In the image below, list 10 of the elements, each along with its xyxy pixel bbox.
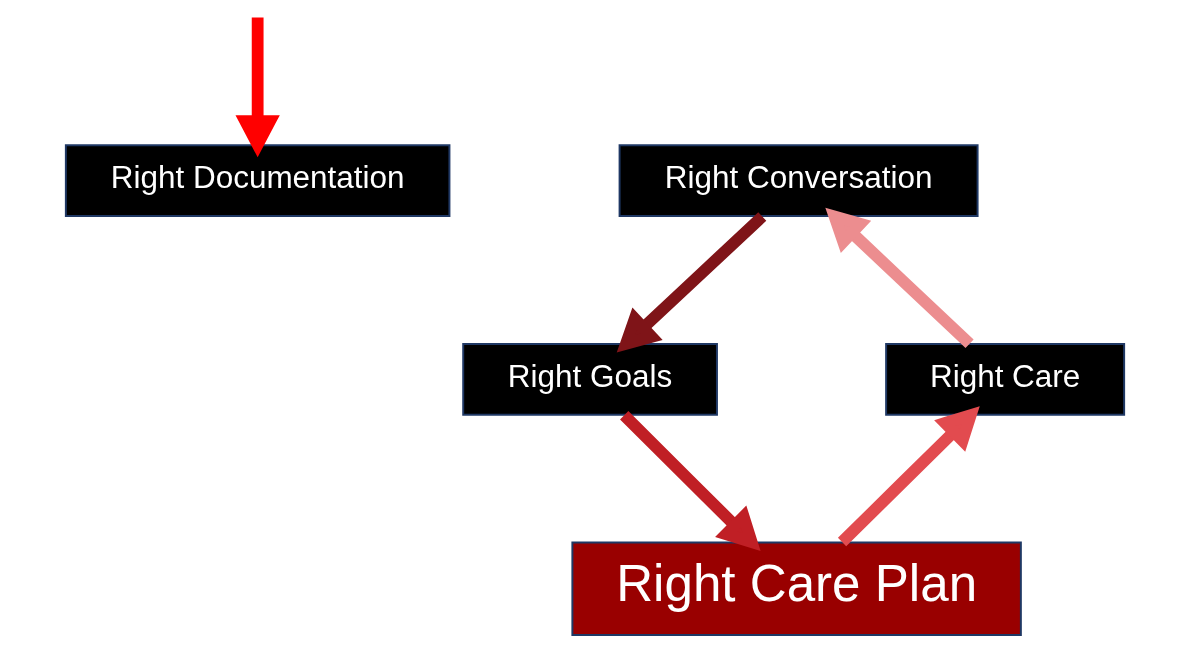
arrow bbox=[824, 207, 974, 349]
node-box: Right Care Plan bbox=[570, 541, 1022, 636]
arrow bbox=[619, 411, 761, 551]
node-box: Right Documentation bbox=[64, 144, 450, 218]
arrow bbox=[837, 406, 980, 547]
node-box: Right Goals bbox=[461, 342, 718, 416]
arrow bbox=[616, 212, 766, 353]
arrow bbox=[235, 17, 280, 158]
node-box: Right Care bbox=[884, 342, 1125, 416]
node-box: Right Conversation bbox=[618, 144, 979, 218]
